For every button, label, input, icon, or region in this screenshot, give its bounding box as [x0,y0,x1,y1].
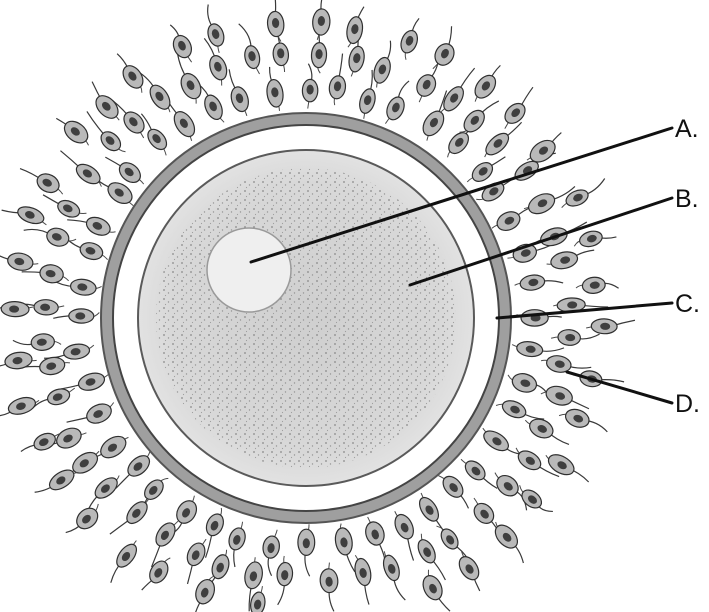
cytoplasm-granules [156,168,456,468]
follicle-cell [302,64,318,109]
follicle-cell [479,117,526,162]
follicle-cell [265,0,286,43]
follicle-cell [428,25,465,74]
follicle-cell [319,562,341,612]
follicle-cell [52,110,96,150]
follicle-cell [575,275,619,296]
follicle-cell [78,471,125,514]
follicle-cell [558,404,612,437]
follicle-cell [1,198,50,228]
leader-line-d [567,372,672,403]
follicle-cell [199,3,228,55]
follicle-cell [275,556,294,606]
follicle-cell [0,247,40,273]
follicle-cell [140,515,182,568]
follicle-cell [0,393,41,421]
follicle-cell [109,494,154,543]
follicle-cell [545,246,597,273]
follicle-cell [134,63,176,116]
follicle-cell [0,350,37,372]
follicle-cell [102,537,143,585]
follicle-cell [379,549,409,604]
follicle-cell [29,384,78,412]
follicle-cell [164,21,197,67]
follicle-cell [263,66,285,113]
follicle-cell [176,535,211,586]
follicle-cell [140,552,175,597]
follicle-cell [62,500,106,542]
follicle-cell [327,52,350,106]
follicle-cell [558,178,611,212]
follicle-cell [13,332,62,353]
label-c: C. [675,290,700,318]
follicle-cell [16,161,68,199]
follicle-cell [344,5,366,50]
follicle-cell [542,449,594,488]
follicle-cell [539,382,592,414]
follicle-cell [381,77,415,128]
follicle-cell [53,309,99,324]
follicle-cell [468,61,508,106]
follicle-cell [298,524,315,576]
follicle-cell [370,39,399,90]
follicle-cell [312,0,332,40]
follicle-cell [396,15,425,61]
follicle-cell [452,549,489,594]
follicle-cell [513,482,555,520]
follicle-cell [513,271,563,293]
follicle-cell [0,301,33,318]
follicle-cell [102,148,149,191]
label-a: A. [675,115,699,143]
follicle-cell [586,318,635,334]
follicle-cell [167,50,207,107]
follicle-cell [457,453,501,495]
follicle-cell [39,190,88,223]
follicle-cell [477,425,523,462]
follicle-cell [54,148,107,190]
follicle-cell [81,80,126,126]
cell-nucleus [303,538,310,548]
label-d: D. [675,390,700,418]
follicle-cell [223,67,253,119]
nucleus [207,228,291,312]
follicle-cell [437,64,480,118]
follicle-cell [417,568,452,612]
follicle-cell [238,21,263,76]
label-b: B. [675,185,699,213]
follicle-cell [551,328,600,347]
follicle-cell [352,553,378,606]
follicle-cell [333,522,357,574]
follicle-cell [110,49,150,96]
